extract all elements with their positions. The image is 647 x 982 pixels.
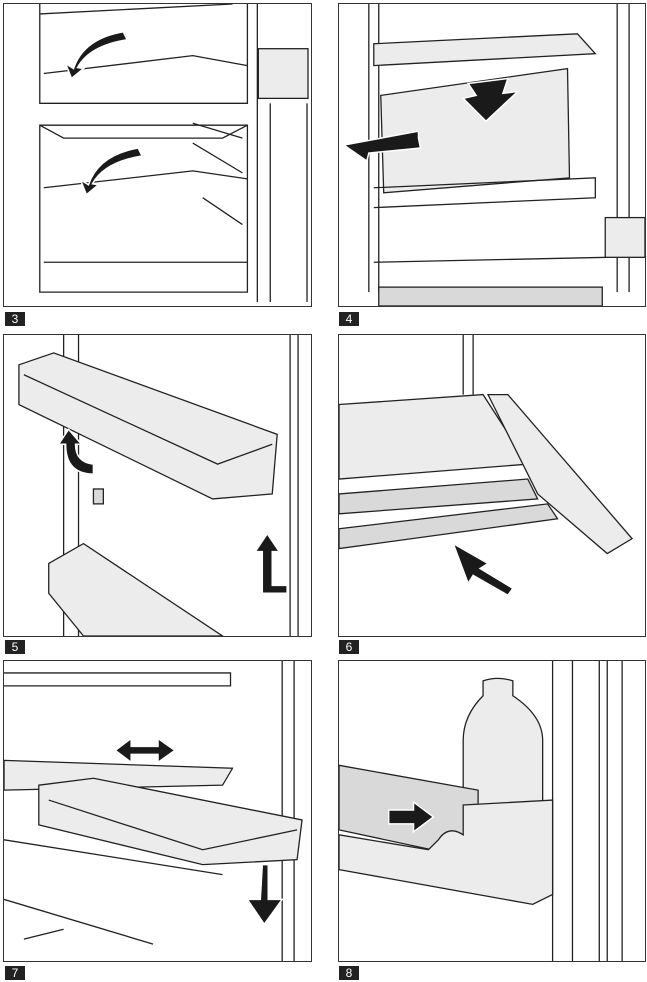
bottle-holder-icon bbox=[339, 661, 623, 961]
figure-number: 3 bbox=[5, 312, 25, 326]
figure-number: 5 bbox=[5, 640, 25, 654]
figure-number: 4 bbox=[339, 312, 359, 326]
figure-5-illustration bbox=[3, 334, 312, 637]
glass-shelf-insert-icon bbox=[339, 335, 634, 597]
figure-number: 6 bbox=[339, 640, 359, 654]
figure-7-illustration bbox=[3, 660, 312, 962]
figure-8-illustration bbox=[338, 660, 646, 962]
sliding-container-icon bbox=[4, 661, 303, 961]
figure-4-illustration bbox=[338, 3, 646, 307]
figure-number: 7 bbox=[5, 966, 25, 980]
figure-3-illustration bbox=[3, 3, 312, 307]
glass-shelf-removal-icon bbox=[342, 4, 645, 306]
figure-6-illustration bbox=[338, 334, 646, 637]
shelf-removal-icon bbox=[39, 4, 309, 303]
figure-number: 8 bbox=[339, 966, 359, 980]
door-rack-removal-icon bbox=[18, 335, 299, 636]
